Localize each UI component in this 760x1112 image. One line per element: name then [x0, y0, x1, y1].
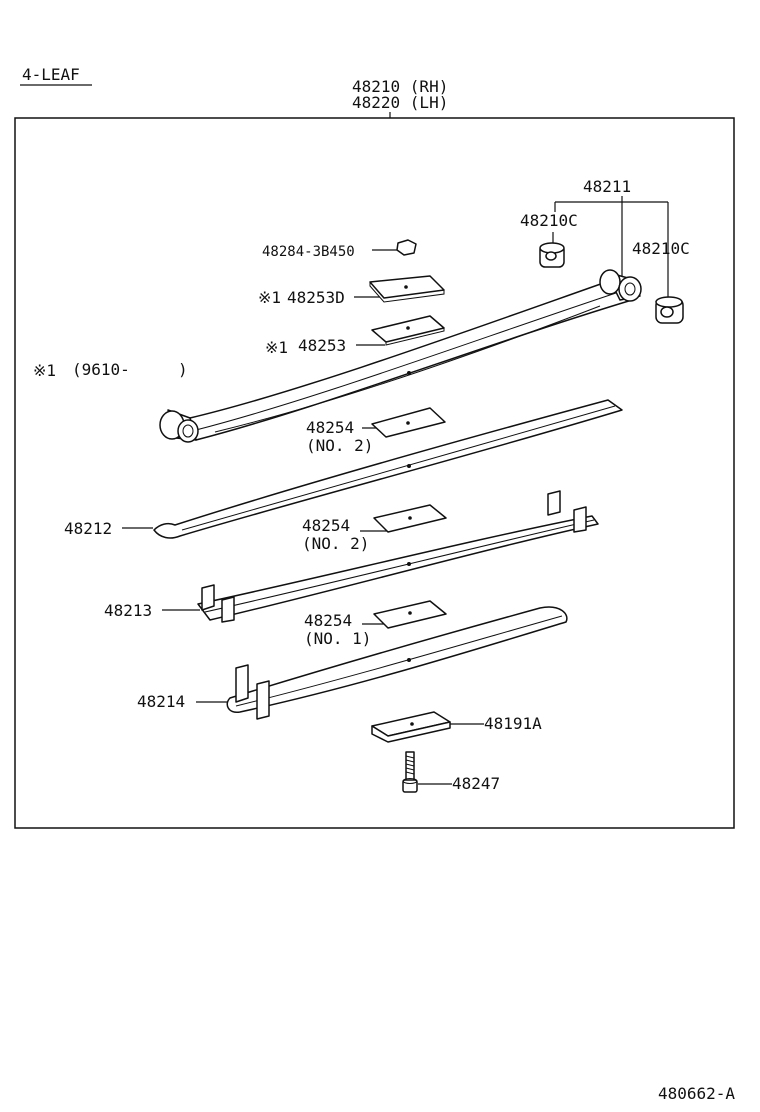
- assembly-lh-label: 48220 (LH): [352, 93, 448, 112]
- leaf-4: [226, 606, 568, 720]
- liner-2-label: 48253: [298, 336, 346, 355]
- liner-2-mark: ※1: [265, 338, 288, 357]
- figure-id: 480662-A: [658, 1084, 735, 1103]
- leaf-4-label: 48214: [137, 692, 185, 711]
- nut-label: 48284-3B450: [262, 244, 355, 260]
- leaf-3-label: 48213: [104, 601, 152, 620]
- insert-a-label: 48254: [306, 418, 354, 437]
- bushing-right-label: 48210C: [632, 239, 690, 258]
- liner-top-plate: [369, 275, 445, 303]
- insert-b-sub: (NO. 2): [302, 534, 369, 553]
- assembly-frame: [14, 117, 735, 829]
- nut-icon: [396, 239, 417, 256]
- liner-top-mark: ※1: [258, 288, 281, 307]
- bushing-left-label: 48210C: [520, 211, 578, 230]
- bushing-right-icon: [655, 296, 684, 324]
- spacer-block: [371, 711, 451, 743]
- insert-b-plate: [373, 504, 447, 533]
- insert-c-label: 48254: [304, 611, 352, 630]
- leaf-2: [153, 399, 623, 539]
- insert-a-plate: [371, 407, 446, 438]
- insert-b-label: 48254: [302, 516, 350, 535]
- variant-label: 4-LEAF: [22, 65, 80, 84]
- bolt-icon: [402, 751, 418, 793]
- leaf-2-label: 48212: [64, 519, 112, 538]
- note-close: ): [178, 360, 188, 379]
- note-mark: ※1: [33, 361, 56, 380]
- spacer-label: 48191A: [484, 714, 542, 733]
- bushing-group-label: 48211: [583, 177, 631, 196]
- bolt-label: 48247: [452, 774, 500, 793]
- bushing-left-icon: [539, 242, 565, 268]
- insert-c-sub: (NO. 1): [304, 629, 371, 648]
- insert-a-sub: (NO. 2): [306, 436, 373, 455]
- main-leaf: [159, 269, 642, 443]
- insert-c-plate: [373, 600, 447, 629]
- leaf-3: [197, 490, 599, 623]
- liner-top-label: 48253D: [287, 288, 345, 307]
- note-text: (9610-: [72, 360, 130, 379]
- liner-2-plate: [371, 315, 445, 346]
- assembly-rh-label: 48210 (RH): [352, 77, 448, 96]
